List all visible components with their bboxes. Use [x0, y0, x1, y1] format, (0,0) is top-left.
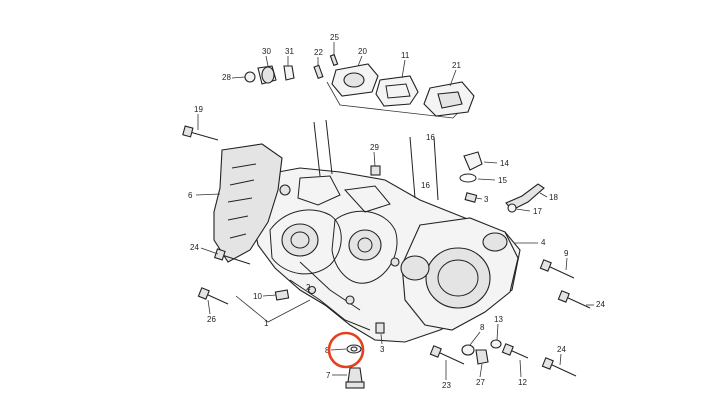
- bracket-callout-1: [235, 295, 311, 323]
- callout-3-lower: 3: [380, 345, 385, 354]
- callout-29: 29: [370, 143, 379, 152]
- callout-8-right: 8: [480, 323, 485, 332]
- clutch-cover-dome: [425, 247, 491, 309]
- callout-6: 6: [188, 191, 193, 200]
- callout-25: 25: [330, 33, 339, 42]
- callout-20: 20: [358, 47, 367, 56]
- callout-27: 27: [476, 378, 485, 387]
- callout-3-upper: 3: [484, 195, 489, 204]
- callout-2: 2: [306, 283, 311, 292]
- callout-12: 12: [518, 378, 527, 387]
- callout-19: 19: [194, 105, 203, 114]
- small-parts-top-left: [244, 65, 295, 85]
- callout-24-bottom: 24: [557, 345, 566, 354]
- callout-30: 30: [262, 47, 271, 56]
- crankcase-assembly: [213, 143, 521, 343]
- bolts: [182, 125, 591, 389]
- callout-4: 4: [541, 238, 546, 247]
- callout-7: 7: [326, 371, 331, 380]
- callout-23: 23: [442, 381, 451, 390]
- callout-24-left: 24: [190, 243, 199, 252]
- callout-16-lower: 16: [421, 181, 430, 190]
- cylinder-studs: [313, 119, 439, 201]
- callout-16-upper: 16: [426, 133, 435, 142]
- callout-24-right: 24: [596, 300, 605, 309]
- callout-22: 22: [314, 48, 323, 57]
- callout-9: 9: [564, 249, 569, 258]
- callout-17: 17: [533, 207, 542, 216]
- callout-8-highlighted: 8: [325, 346, 330, 355]
- reed-valve-group: [313, 53, 475, 119]
- callout-15: 15: [498, 176, 507, 185]
- cover-boss: [400, 255, 430, 281]
- callout-18: 18: [549, 193, 558, 202]
- callout-21: 21: [452, 61, 461, 70]
- left-cover-part-6: [213, 143, 283, 263]
- bearing-left: [281, 223, 319, 257]
- callout-1: 1: [264, 319, 269, 328]
- callout-26: 26: [207, 315, 216, 324]
- callout-13: 13: [494, 315, 503, 324]
- bearing-center: [348, 229, 382, 261]
- callout-14: 14: [500, 159, 509, 168]
- callout-labels: 30 31 28 22 25 20 11 21 19 6 24 10 26 1 …: [188, 33, 605, 390]
- cover-port: [482, 232, 508, 252]
- callout-11: 11: [401, 51, 410, 60]
- highlight-circle: [327, 331, 365, 369]
- gasket-part-11: [375, 75, 419, 107]
- callout-31: 31: [285, 47, 294, 56]
- callout-28: 28: [222, 73, 231, 82]
- callout-10: 10: [253, 292, 262, 301]
